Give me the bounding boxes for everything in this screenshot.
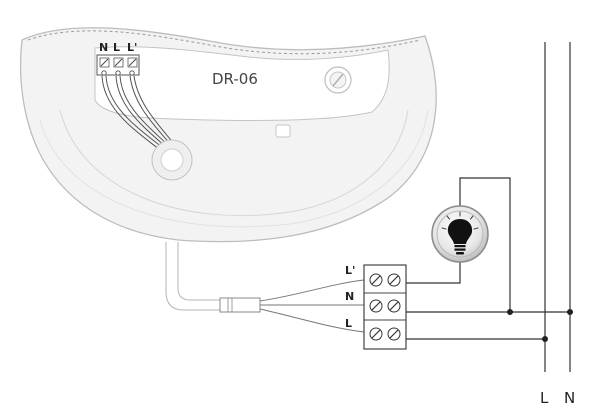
- wire-l: [259, 308, 365, 333]
- connector-input-wires: [259, 279, 365, 333]
- device-terminal-block: [96, 54, 140, 76]
- device-terminal-screw: [127, 57, 138, 68]
- device-terminal-label-l: L: [113, 41, 120, 54]
- terminal-screw: [369, 327, 383, 341]
- terminal-screw: [387, 327, 401, 341]
- internal-wires: [101, 75, 176, 151]
- junction-dot: [542, 336, 548, 342]
- connector-label-n: N: [345, 290, 354, 303]
- mains-label-n: N: [564, 389, 575, 407]
- wire-lamp-to-n: [459, 177, 511, 312]
- wire-l-prime-to-lamp: [406, 262, 461, 284]
- screw-icon: [324, 66, 352, 94]
- device-housing: [19, 27, 437, 243]
- terminal-screw: [369, 273, 383, 287]
- device-terminal-label-n: N: [99, 41, 108, 54]
- cable-grommet: [151, 139, 193, 181]
- device-terminal-screw: [113, 57, 124, 68]
- device-model-label: DR-06: [212, 70, 258, 88]
- device-notch: [275, 124, 291, 138]
- terminal-screw: [387, 273, 401, 287]
- cable-sleeve: [219, 297, 261, 313]
- device-inner-panel: [94, 46, 390, 121]
- device-terminal-label-l2: L': [127, 41, 137, 54]
- junction-dot: [567, 309, 573, 315]
- terminal-screw: [369, 299, 383, 313]
- device-inner-arc: [59, 109, 409, 217]
- circuit-wires: [406, 42, 571, 372]
- wire-l-prime: [259, 279, 365, 302]
- mains-label-l: L: [540, 389, 549, 407]
- terminal-connector-block: [363, 264, 407, 350]
- connector-label-l-prime: L': [345, 264, 355, 277]
- device-top-wave: [27, 30, 421, 55]
- device-terminal-screw: [99, 57, 110, 68]
- device-inner-arc-2: [39, 109, 429, 228]
- junction-dot: [507, 309, 513, 315]
- device-cable: [165, 242, 222, 311]
- terminal-screw: [387, 299, 401, 313]
- connector-label-l: L: [345, 317, 352, 330]
- lightbulb-icon: [431, 205, 489, 263]
